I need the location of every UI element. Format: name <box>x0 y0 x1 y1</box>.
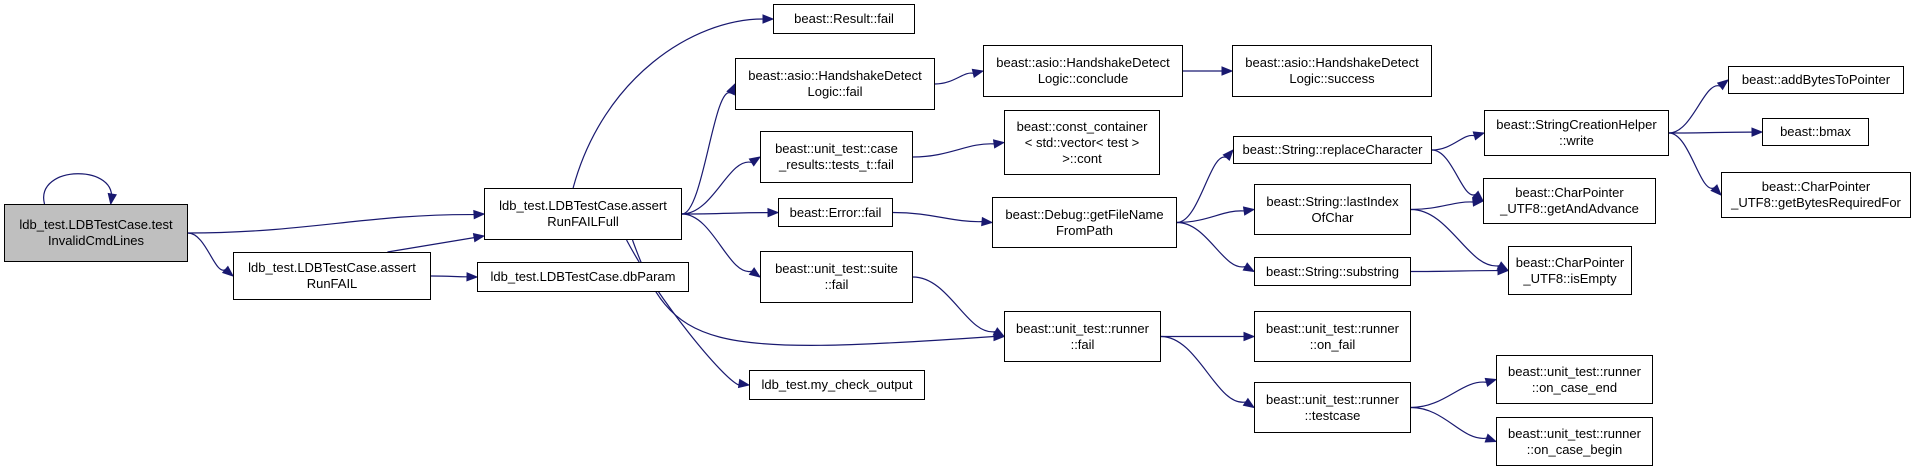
edge-n21-n27-arrowhead <box>1751 127 1764 137</box>
edge-n21-n26 <box>1668 85 1721 134</box>
edge-n21-n26-arrowhead <box>1716 79 1730 91</box>
edge-n14-n17 <box>1176 210 1245 224</box>
edge-n7-n13-arrowhead <box>992 139 1006 149</box>
edge-n1-n3 <box>187 232 226 271</box>
edge-n1-n3-arrowhead <box>221 265 235 277</box>
edge-n16-n22 <box>1431 149 1476 196</box>
edge-n2-n5 <box>572 18 764 189</box>
edge-n20-n25 <box>1410 406 1487 439</box>
edge-n14-n16-arrowhead <box>1222 148 1234 162</box>
edge-n17-n22-arrowhead <box>1472 197 1485 207</box>
edge-n2-n6-arrowhead <box>726 82 736 96</box>
edge-n2-n5-arrowhead <box>762 14 775 24</box>
node-string-replace-character[interactable]: beast::String::replaceCharacter <box>1233 136 1432 164</box>
edge-n3-n4 <box>430 275 468 278</box>
edge-n1-n2 <box>187 213 475 234</box>
edge-n9-n15 <box>912 276 996 333</box>
edge-n2-n7 <box>681 161 752 215</box>
edge-n2-n9 <box>681 213 752 272</box>
node-case-results-tests-fail[interactable]: beast::unit_test::case_results::tests_t:… <box>760 131 913 183</box>
edge-n18-n23 <box>1410 269 1499 273</box>
node-my-check-output[interactable]: ldb_test.my_check_output <box>749 370 925 400</box>
edge-n3-n2-arrowhead <box>472 233 486 243</box>
edge-n16-n21-arrowhead <box>1472 131 1486 141</box>
edge-n14-n17-arrowhead <box>1242 206 1256 216</box>
edge-n3-n4-arrowhead <box>466 272 479 282</box>
edge-n1-n2-arrowhead <box>473 209 486 220</box>
edge-n8-n14 <box>892 211 983 223</box>
node-runner-on-case-end[interactable]: beast::unit_test::runner::on_case_end <box>1496 355 1653 404</box>
edge-n1-n1 <box>43 173 113 205</box>
edge-n20-n25-arrowhead <box>1484 433 1498 443</box>
edge-n16-n21 <box>1431 134 1475 151</box>
edge-n11-n12-arrowhead <box>1221 66 1234 76</box>
node-runner-testcase[interactable]: beast::unit_test::runner::testcase <box>1254 382 1411 433</box>
node-char-pointer-get-and-advance[interactable]: beast::CharPointer_UTF8::getAndAdvance <box>1483 178 1656 224</box>
edge-n7-n13 <box>912 143 995 158</box>
edge-n2-n10-arrowhead <box>737 378 751 389</box>
edge-n14-n16 <box>1176 156 1227 224</box>
node-char-pointer-get-bytes-required-for[interactable]: beast::CharPointer_UTF8::getBytesRequire… <box>1721 172 1911 218</box>
edge-n14-n18-arrowhead <box>1242 262 1256 273</box>
node-error-fail[interactable]: beast::Error::fail <box>778 198 893 227</box>
edge-n6-n11-arrowhead <box>971 68 985 79</box>
edge-n2-n8 <box>681 212 769 215</box>
edge-n6-n11 <box>934 72 974 85</box>
node-db-param[interactable]: ldb_test.LDBTestCase.dbParam <box>477 262 689 292</box>
node-add-bytes-to-pointer[interactable]: beast::addBytesToPointer <box>1728 66 1904 94</box>
edge-n18-n23-arrowhead <box>1497 265 1510 276</box>
node-string-creation-helper-write[interactable]: beast::StringCreationHelper::write <box>1484 110 1669 156</box>
edge-n20-n24-arrowhead <box>1484 377 1498 387</box>
node-runner-on-fail[interactable]: beast::unit_test::runner::on_fail <box>1254 311 1411 362</box>
node-runner-on-case-begin[interactable]: beast::unit_test::runner::on_case_begin <box>1496 417 1653 466</box>
edge-n2-n7-arrowhead <box>748 156 762 167</box>
node-suite-fail[interactable]: beast::unit_test::suite::fail <box>760 251 913 303</box>
node-bmax[interactable]: beast::bmax <box>1762 118 1869 146</box>
edge-n9-n15-arrowhead <box>992 327 1006 338</box>
node-const-container-cont[interactable]: beast::const_container< std::vector< tes… <box>1004 110 1160 175</box>
edge-n21-n28 <box>1668 132 1715 189</box>
edge-n21-n27 <box>1668 131 1753 134</box>
edge-n2-n8-arrowhead <box>767 207 780 218</box>
edge-n15-n20-arrowhead <box>1242 397 1256 409</box>
node-char-pointer-is-empty[interactable]: beast::CharPointer_UTF8::isEmpty <box>1508 246 1632 295</box>
edge-n2-n6 <box>681 92 732 215</box>
edge-n14-n18 <box>1176 221 1246 268</box>
edge-n17-n22 <box>1410 201 1474 211</box>
edge-n15-n19-arrowhead <box>1243 331 1256 342</box>
edge-n21-n28-arrowhead <box>1710 184 1722 196</box>
edge-n2-n9-arrowhead <box>748 267 762 278</box>
edge-n20-n24 <box>1410 381 1487 409</box>
node-runner-fail[interactable]: beast::unit_test::runner::fail <box>1004 311 1161 362</box>
edge-n1-n1-arrowhead <box>107 192 117 206</box>
edge-n8-n14-arrowhead <box>981 216 994 227</box>
node-result-fail[interactable]: beast::Result::fail <box>773 4 915 34</box>
node-string-substring[interactable]: beast::String::substring <box>1254 257 1411 286</box>
edge-n15-n20 <box>1160 335 1246 403</box>
edge-n3-n2 <box>387 237 475 253</box>
edge-n17-n23 <box>1410 208 1500 267</box>
